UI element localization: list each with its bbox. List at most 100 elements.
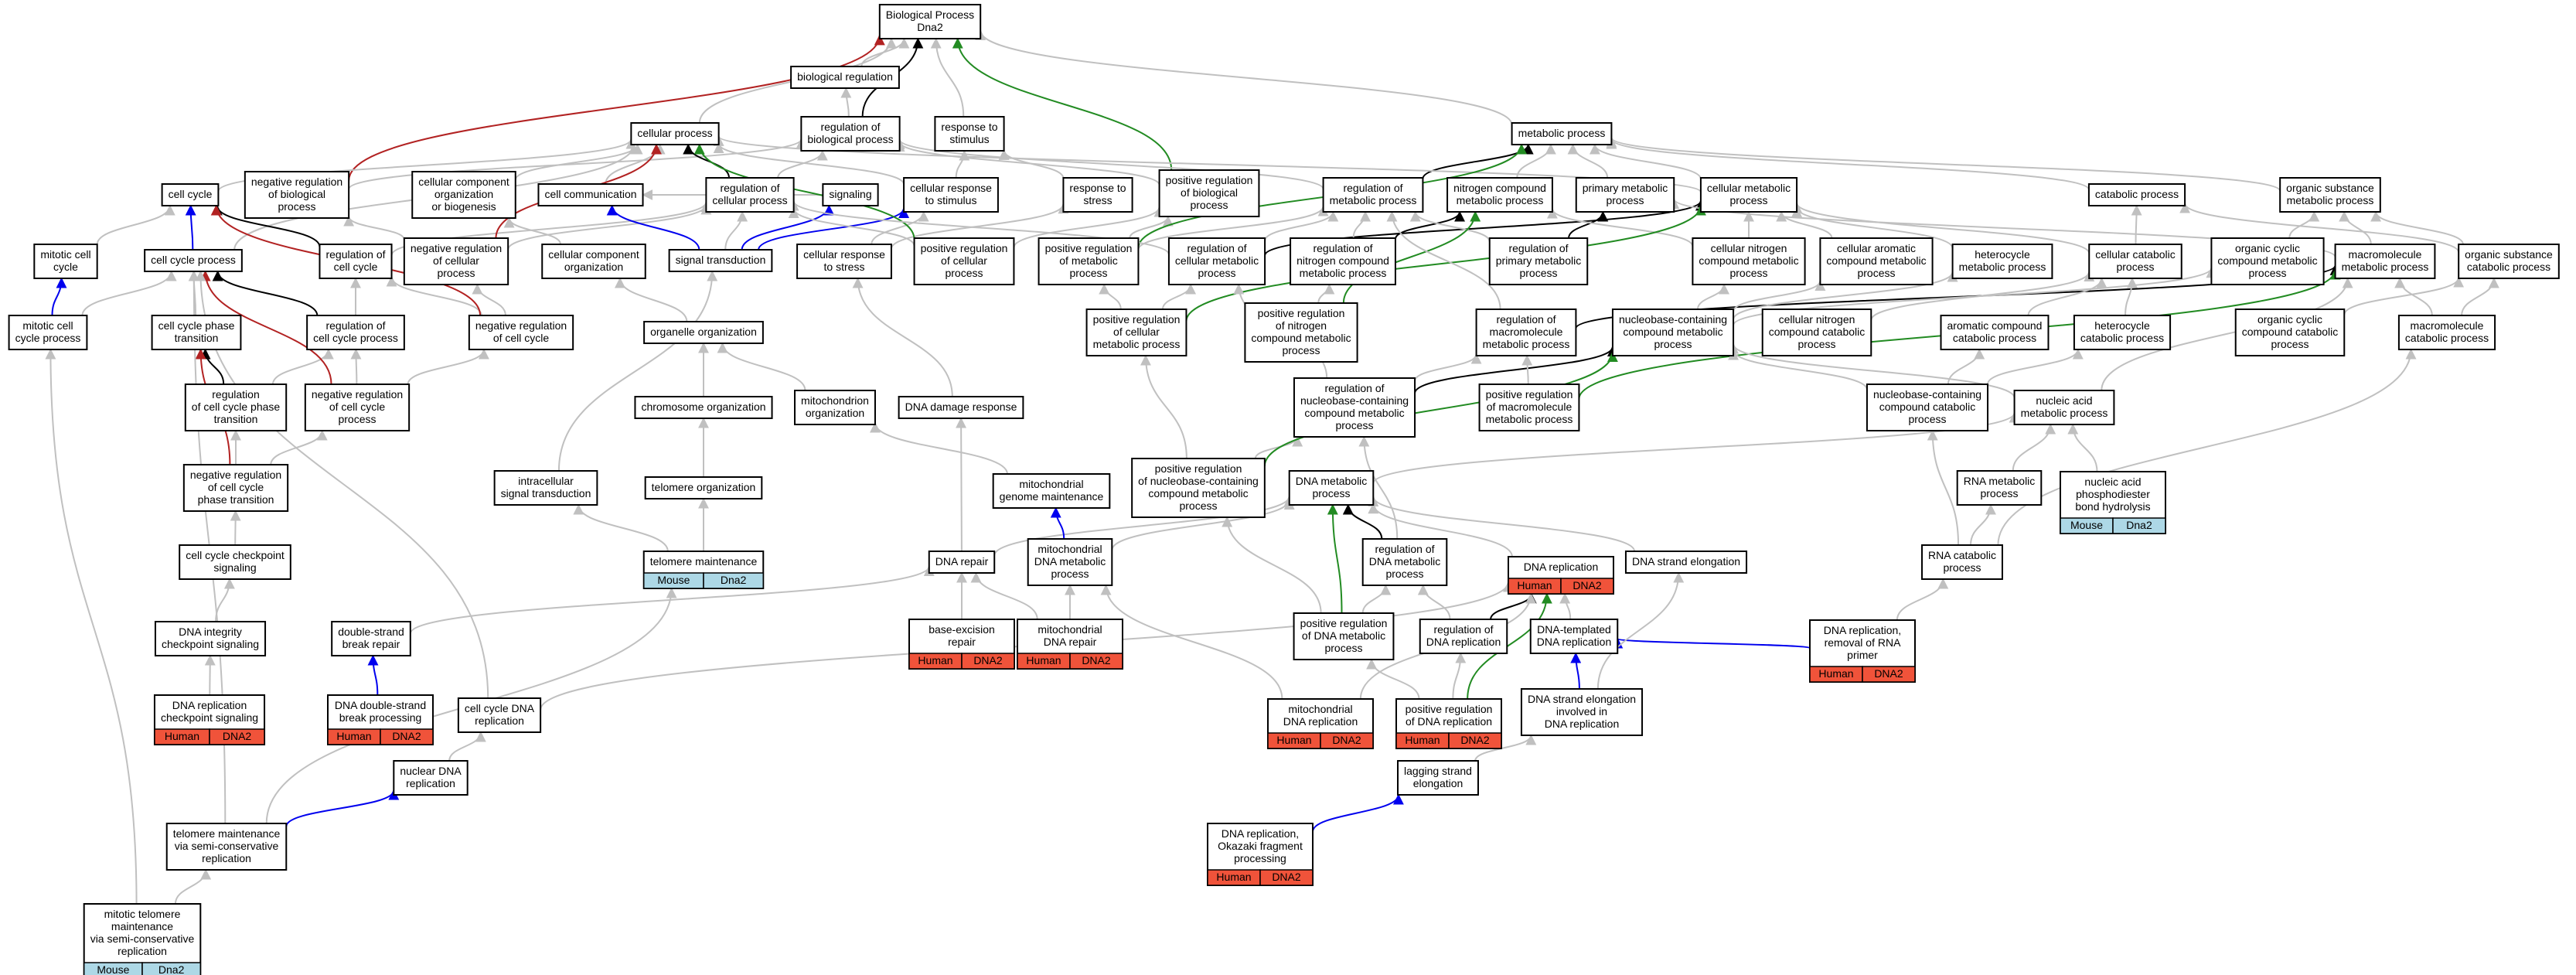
edge-is-a xyxy=(713,142,905,185)
edge-occurs-in xyxy=(185,204,196,251)
node-label-line: DNA replication xyxy=(1545,718,1620,730)
edge-is-a xyxy=(1368,495,1636,552)
node-label-line: process xyxy=(1980,487,2018,499)
annotation-gene-label: DNA2 xyxy=(973,654,1003,666)
node-box xyxy=(1290,237,1396,285)
node-label-line: regulation of xyxy=(325,319,385,332)
node-box xyxy=(1293,377,1416,438)
edge-is-a xyxy=(348,138,807,190)
node-label-line: involved in xyxy=(1556,705,1607,718)
annotation-gene-label: DNA2 xyxy=(223,730,252,742)
node-box xyxy=(2279,177,2381,213)
node-label-line: cycle xyxy=(53,261,78,273)
node-orgorg: organelle organization xyxy=(643,321,764,344)
node-label-line: DNA strand elongation xyxy=(1632,555,1740,568)
annotation-gene-cell xyxy=(2112,517,2166,534)
node-label-line: cellular component xyxy=(418,176,509,188)
node-label-line: aromatic compound xyxy=(1947,319,2043,332)
annotation-gene-cell xyxy=(961,653,1015,670)
node-label-line: compound catabolic xyxy=(2242,326,2339,338)
annotation-species-label: Human xyxy=(165,730,199,742)
node-cellcycle: cell cycle xyxy=(161,183,220,206)
node-label-line: of cellular xyxy=(433,254,479,267)
node-label-line: removal of RNA xyxy=(1825,636,1901,649)
node-label-line: DNA replication xyxy=(1524,561,1599,573)
node-label-line: cell cycle process xyxy=(151,254,236,266)
node-label-line: cellular response xyxy=(803,248,885,261)
node-box xyxy=(668,249,773,272)
node-label-line: compound catabolic xyxy=(1769,326,1866,338)
node-box xyxy=(161,183,220,206)
edge-occurs-in xyxy=(1570,652,1582,690)
node-box xyxy=(1956,470,2043,506)
node-label-line: RNA catabolic xyxy=(1928,549,1996,561)
node-label-line: process xyxy=(1857,267,1895,279)
node-label-line: process xyxy=(1282,344,1320,356)
node-label-line: mitotic telomere xyxy=(104,908,181,920)
edge-is-a xyxy=(1366,658,1420,700)
node-box xyxy=(878,4,982,39)
edge-is-a xyxy=(871,210,929,245)
node-label-line: of DNA replication xyxy=(1406,715,1492,728)
node-chromorg: chromosome organization xyxy=(634,396,773,419)
edge-is-a xyxy=(472,283,506,316)
node-label-line: metabolic process xyxy=(1959,261,2046,273)
annotation-species-label: Mouse xyxy=(657,574,690,586)
node-box xyxy=(1397,760,1479,796)
edge-is-a xyxy=(557,270,718,472)
edge-positively-regulates xyxy=(1185,204,1706,322)
node-box xyxy=(1085,309,1187,356)
node-box xyxy=(1866,384,1989,431)
node-label-line: to stimulus xyxy=(925,194,977,206)
edge-is-a xyxy=(1100,584,1283,700)
edge-is-a xyxy=(1791,206,1954,249)
edge-is-a xyxy=(1386,210,1501,310)
node-box xyxy=(1419,619,1508,654)
edge-is-a xyxy=(2012,423,2056,472)
edge-is-a xyxy=(1776,210,1833,239)
edge-is-a xyxy=(1352,210,1371,239)
edge-occurs-in xyxy=(1050,506,1065,540)
edge-positively-regulates xyxy=(1263,351,1618,466)
edge-is-a xyxy=(2394,277,2433,316)
node-box xyxy=(796,244,892,279)
node-label-line: process xyxy=(1729,194,1767,206)
edge-regulates xyxy=(1568,210,1609,239)
edge-is-a xyxy=(217,138,637,192)
edge-is-a xyxy=(2461,277,2499,316)
edge-is-a xyxy=(1516,143,1556,179)
node-label-line: regulation of xyxy=(1508,242,1568,254)
node-label-line: DNA metabolic xyxy=(1369,555,1441,568)
node-biolreg: biological regulation xyxy=(790,66,900,89)
node-label-line: heterocycle xyxy=(1975,248,2030,261)
node-label-line: bond hydrolysis xyxy=(2075,500,2150,513)
node-label-line: process xyxy=(2116,261,2154,273)
edge-is-a xyxy=(1099,283,1122,310)
node-label-line: cellular nitrogen xyxy=(1779,313,1855,326)
node-label-line: mitotic cell xyxy=(40,248,90,261)
node-label-line: mitochondrial xyxy=(1038,543,1102,555)
node-label-line: nucleic acid xyxy=(2036,394,2092,407)
annotation-gene-label: DNA2 xyxy=(1272,871,1301,883)
node-label-line: organization xyxy=(806,407,864,419)
node-box xyxy=(403,237,509,285)
node-label-line: mitochondrial xyxy=(1038,623,1102,636)
node-label-line: of cell cycle xyxy=(329,401,386,413)
node-box xyxy=(541,244,646,279)
node-box xyxy=(1529,619,1619,654)
edge-is-a xyxy=(894,138,1324,189)
node-box xyxy=(1488,237,1589,285)
